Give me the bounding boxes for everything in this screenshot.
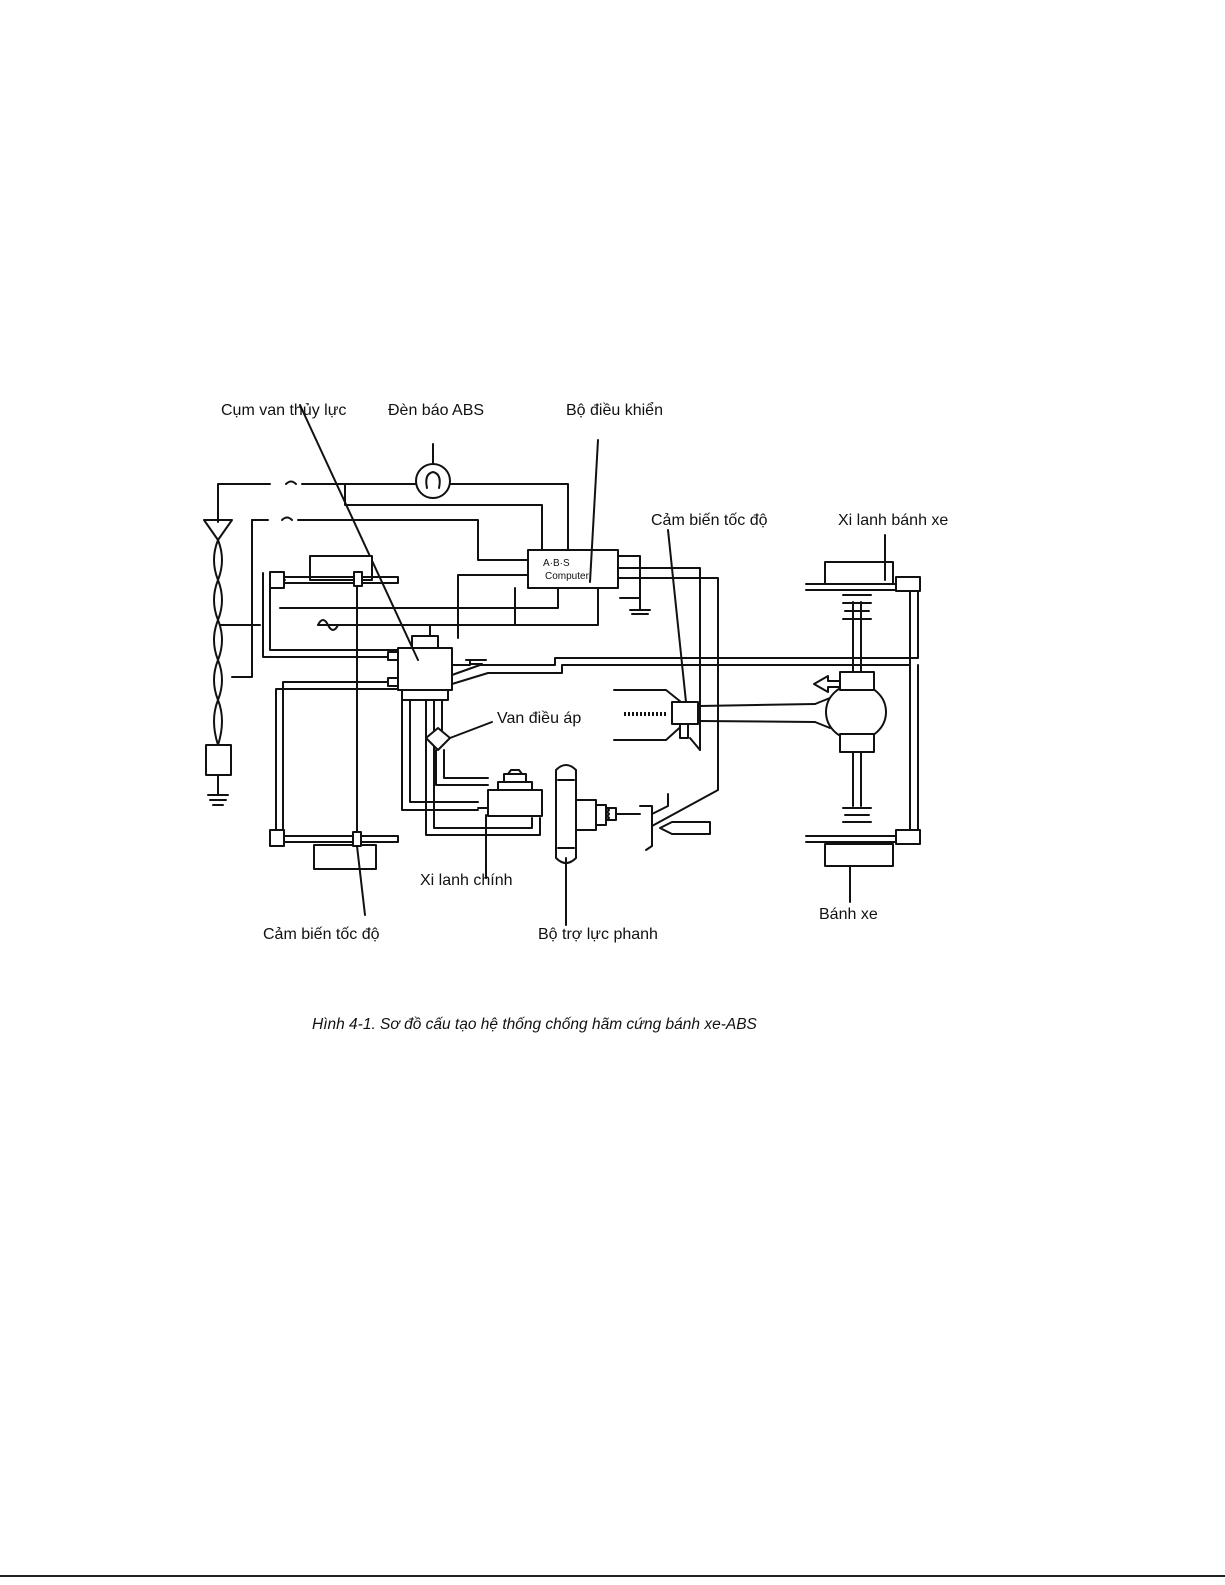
brake-booster <box>556 765 710 925</box>
computer-line1: A·B·S <box>543 558 570 569</box>
transmission <box>614 530 698 740</box>
label-speed-sensor-rear: Cảm biến tốc độ <box>651 512 768 530</box>
figure-caption: Hình 4-1. Sơ đồ cấu tạo hệ thống chống h… <box>312 1016 757 1034</box>
left-wheels <box>270 556 398 915</box>
page-bottom-rule <box>0 1575 1225 1577</box>
label-abs-warning-lamp: Đèn báo ABS <box>388 402 484 420</box>
abs-warning-lamp <box>416 444 450 498</box>
abs-computer-box <box>528 440 650 614</box>
rear-axle <box>700 535 920 902</box>
label-wheel-cylinder: Xi lanh bánh xe <box>838 512 948 530</box>
battery-wiring <box>204 520 232 805</box>
label-pressure-regulator: Van điều áp <box>497 710 581 728</box>
label-master-cylinder: Xi lanh chính <box>420 872 513 890</box>
label-wheel: Bánh xe <box>819 906 878 924</box>
label-brake-booster: Bộ trợ lực phanh <box>538 926 658 944</box>
brake-lines <box>263 573 918 836</box>
label-speed-sensor-front: Cảm biến tốc độ <box>263 926 380 944</box>
computer-line2: Computer <box>545 571 590 582</box>
hydraulic-valve-unit <box>300 405 486 700</box>
label-controller: Bộ điều khiển <box>566 402 663 420</box>
pressure-regulator-valve <box>426 722 492 750</box>
label-hydraulic-valve-unit: Cụm van thủy lực <box>221 402 346 420</box>
